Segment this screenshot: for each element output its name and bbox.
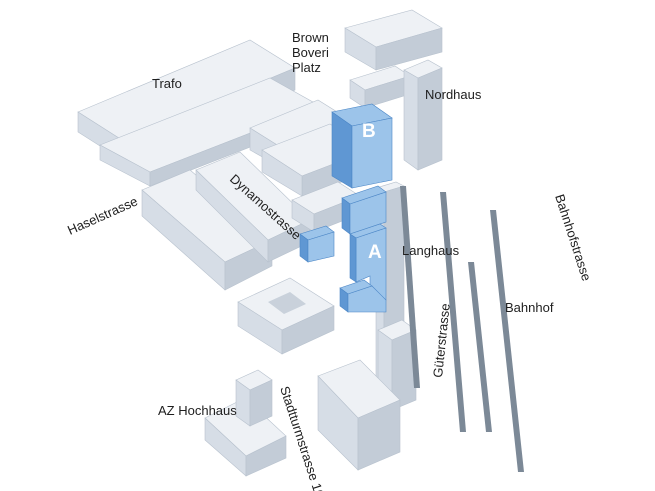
highlight-building-a[interactable]: A bbox=[299, 185, 387, 313]
label-a: A bbox=[368, 242, 382, 263]
label-nordhaus: Nordhaus bbox=[425, 87, 482, 102]
highlight-building-b[interactable]: B bbox=[331, 103, 393, 189]
building-courtyard bbox=[237, 277, 335, 355]
label-bahnhof: Bahnhof bbox=[505, 300, 554, 315]
label-az-hochhaus: AZ Hochhaus bbox=[158, 403, 237, 418]
label-bahnhofstrasse: Bahnhofstrasse bbox=[552, 192, 594, 283]
label-platz: Platz bbox=[292, 60, 321, 75]
building-stadtturmstrasse-10 bbox=[317, 359, 401, 471]
building-brown-boveri-block bbox=[344, 9, 443, 71]
label-gueterstrasse: Güterstrasse bbox=[430, 303, 453, 379]
label-trafo: Trafo bbox=[152, 76, 182, 91]
building-platz-block bbox=[349, 65, 411, 109]
building-haselstrasse bbox=[141, 169, 273, 291]
rail-track-icon bbox=[400, 186, 524, 472]
label-b: B bbox=[362, 121, 376, 142]
label-haselstrasse: Haselstrasse bbox=[65, 193, 140, 237]
label-langhaus: Langhaus bbox=[402, 243, 460, 258]
label-brown: Brown bbox=[292, 30, 329, 45]
building-nordhaus bbox=[403, 59, 443, 171]
label-boveri: Boveri bbox=[292, 45, 329, 60]
building-dynamostrasse bbox=[195, 151, 311, 263]
building-az-hochhaus bbox=[204, 369, 287, 477]
